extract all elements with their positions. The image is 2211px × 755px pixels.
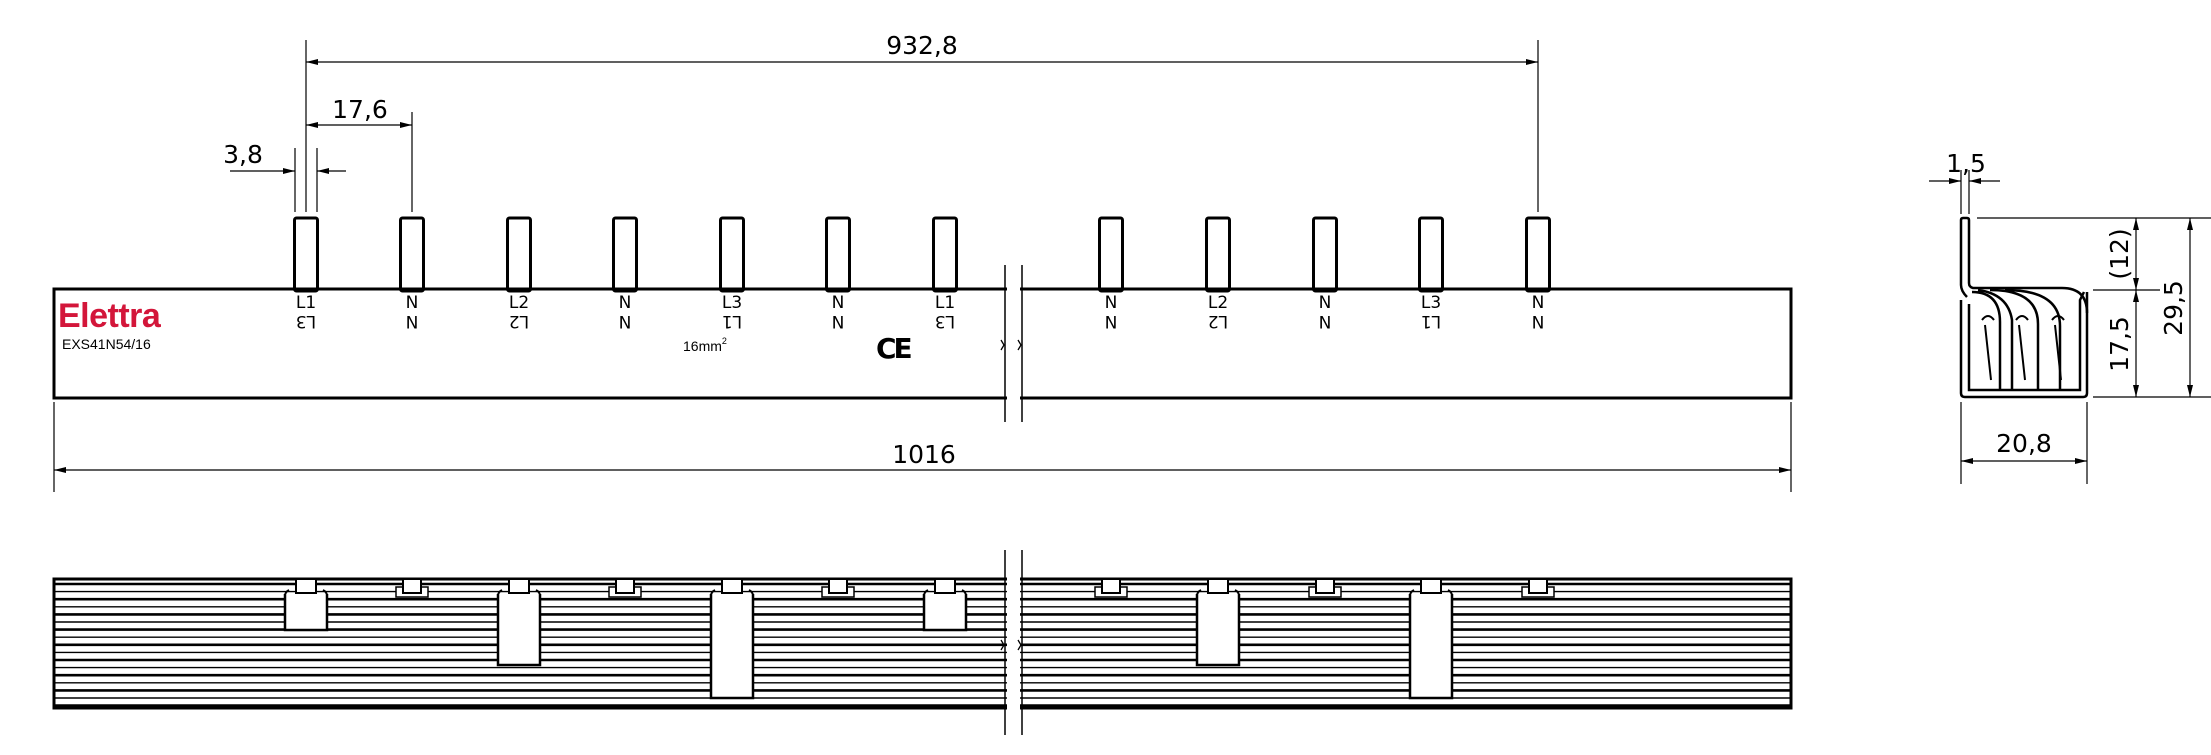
- phase-slot: [499, 594, 539, 665]
- pin: [506, 216, 532, 293]
- pin: [293, 216, 319, 293]
- pin: [1205, 216, 1231, 293]
- pin: [399, 216, 425, 293]
- phase-slot: [712, 594, 752, 698]
- phase-slot-tab: [295, 578, 317, 594]
- break-symbol: [1000, 265, 1023, 422]
- pin-label-top: N: [619, 293, 632, 313]
- pin: [1312, 216, 1338, 293]
- pin-label-bottom: L1: [1421, 311, 1441, 331]
- plan-view: [52, 550, 1793, 735]
- ribbed-surface: [55, 582, 1790, 707]
- pin-label-top: L3: [722, 293, 742, 313]
- pin: [1418, 216, 1444, 293]
- pin-label-bottom: L3: [296, 311, 316, 331]
- pin-label-top: N: [832, 293, 845, 313]
- pin: [612, 216, 638, 293]
- pin-label-bottom: N: [1319, 311, 1332, 331]
- cross-section-label: 16mm2: [683, 336, 727, 354]
- pin-label-bottom: N: [1105, 311, 1118, 331]
- neutral-slot-tab: [1315, 578, 1335, 594]
- phase-slot: [1198, 594, 1238, 665]
- dimension-body-width-label: 20,8: [1996, 429, 2052, 458]
- phase-slot-tab: [934, 578, 956, 594]
- neutral-slot-tab: [828, 578, 848, 594]
- pin-label-top: L1: [296, 293, 316, 313]
- break-symbol-plan: [1000, 550, 1023, 735]
- dimension-pin-span: 932,8: [305, 31, 1539, 212]
- phase-slot-tab: [1207, 578, 1229, 594]
- pin: [719, 216, 745, 293]
- dimension-body-height-label: 17,5: [2105, 316, 2134, 372]
- pin-label-top: L3: [1421, 293, 1441, 313]
- dimension-overall-length-label: 1016: [892, 440, 956, 469]
- pin-label-bottom: N: [619, 311, 632, 331]
- dimension-total-height-label: 29,5: [2159, 280, 2188, 336]
- pin: [825, 216, 851, 293]
- pin-slots: [283, 578, 1555, 700]
- dimension-body-width: 20,8: [1960, 402, 2088, 484]
- pin-label-top: L1: [935, 293, 955, 313]
- phase-slot-tab: [721, 578, 743, 594]
- dimension-overall-length: 1016: [53, 402, 1792, 492]
- brand-logo: Elettra: [58, 297, 162, 335]
- neutral-slot-tab: [1101, 578, 1121, 594]
- pin-label-top: N: [1532, 293, 1545, 313]
- pin-label-bottom: N: [832, 311, 845, 331]
- pin-label-bottom: L3: [935, 311, 955, 331]
- phase-slot-tab: [1420, 578, 1442, 594]
- pin-label-top: N: [1319, 293, 1332, 313]
- phase-slot-tab: [508, 578, 530, 594]
- dimension-heights: (12) 17,5 29,5: [1977, 217, 2211, 398]
- pin: [1098, 216, 1124, 293]
- side-profile: [1959, 216, 2089, 399]
- pin-label-bottom: N: [1532, 311, 1545, 331]
- dimension-pin-pitch: 17,6: [306, 95, 413, 212]
- pin-label-top: N: [1105, 293, 1118, 313]
- pin-label-bottom: N: [406, 311, 419, 331]
- dimension-pin-width-label: 3,8: [223, 140, 263, 169]
- pin-label-top: L2: [1208, 293, 1228, 313]
- pin-label-top: L2: [509, 293, 529, 313]
- pin: [1525, 216, 1551, 293]
- busbar-body: [52, 287, 1793, 400]
- dimension-side-pin-thickness: 1,5: [1929, 149, 2000, 214]
- pin-label-bottom: L2: [1208, 311, 1228, 331]
- phase-slot: [925, 594, 965, 630]
- dimension-pin-height-label: (12): [2105, 228, 2134, 279]
- neutral-slot-tab: [1528, 578, 1548, 594]
- side-view: 1,5 (12) 17,5 29,5 20,8: [1929, 149, 2211, 484]
- dimension-pin-pitch-label: 17,6: [332, 95, 388, 124]
- neutral-slot-tab: [402, 578, 422, 594]
- dimension-side-pin-thickness-label: 1,5: [1946, 149, 1986, 178]
- product-code: EXS41N54/16: [62, 336, 151, 352]
- phase-slot: [286, 594, 326, 630]
- neutral-slot-tab: [615, 578, 635, 594]
- ce-mark: CE: [876, 332, 912, 365]
- dimension-pin-span-label: 932,8: [886, 31, 958, 60]
- pin-label-bottom: L1: [722, 311, 742, 331]
- pin: [932, 216, 958, 293]
- pin-label-top: N: [406, 293, 419, 313]
- dimension-pin-width: 3,8: [223, 140, 346, 212]
- pin-label-bottom: L2: [509, 311, 529, 331]
- pins-front: [293, 216, 1551, 293]
- phase-slot: [1411, 594, 1451, 698]
